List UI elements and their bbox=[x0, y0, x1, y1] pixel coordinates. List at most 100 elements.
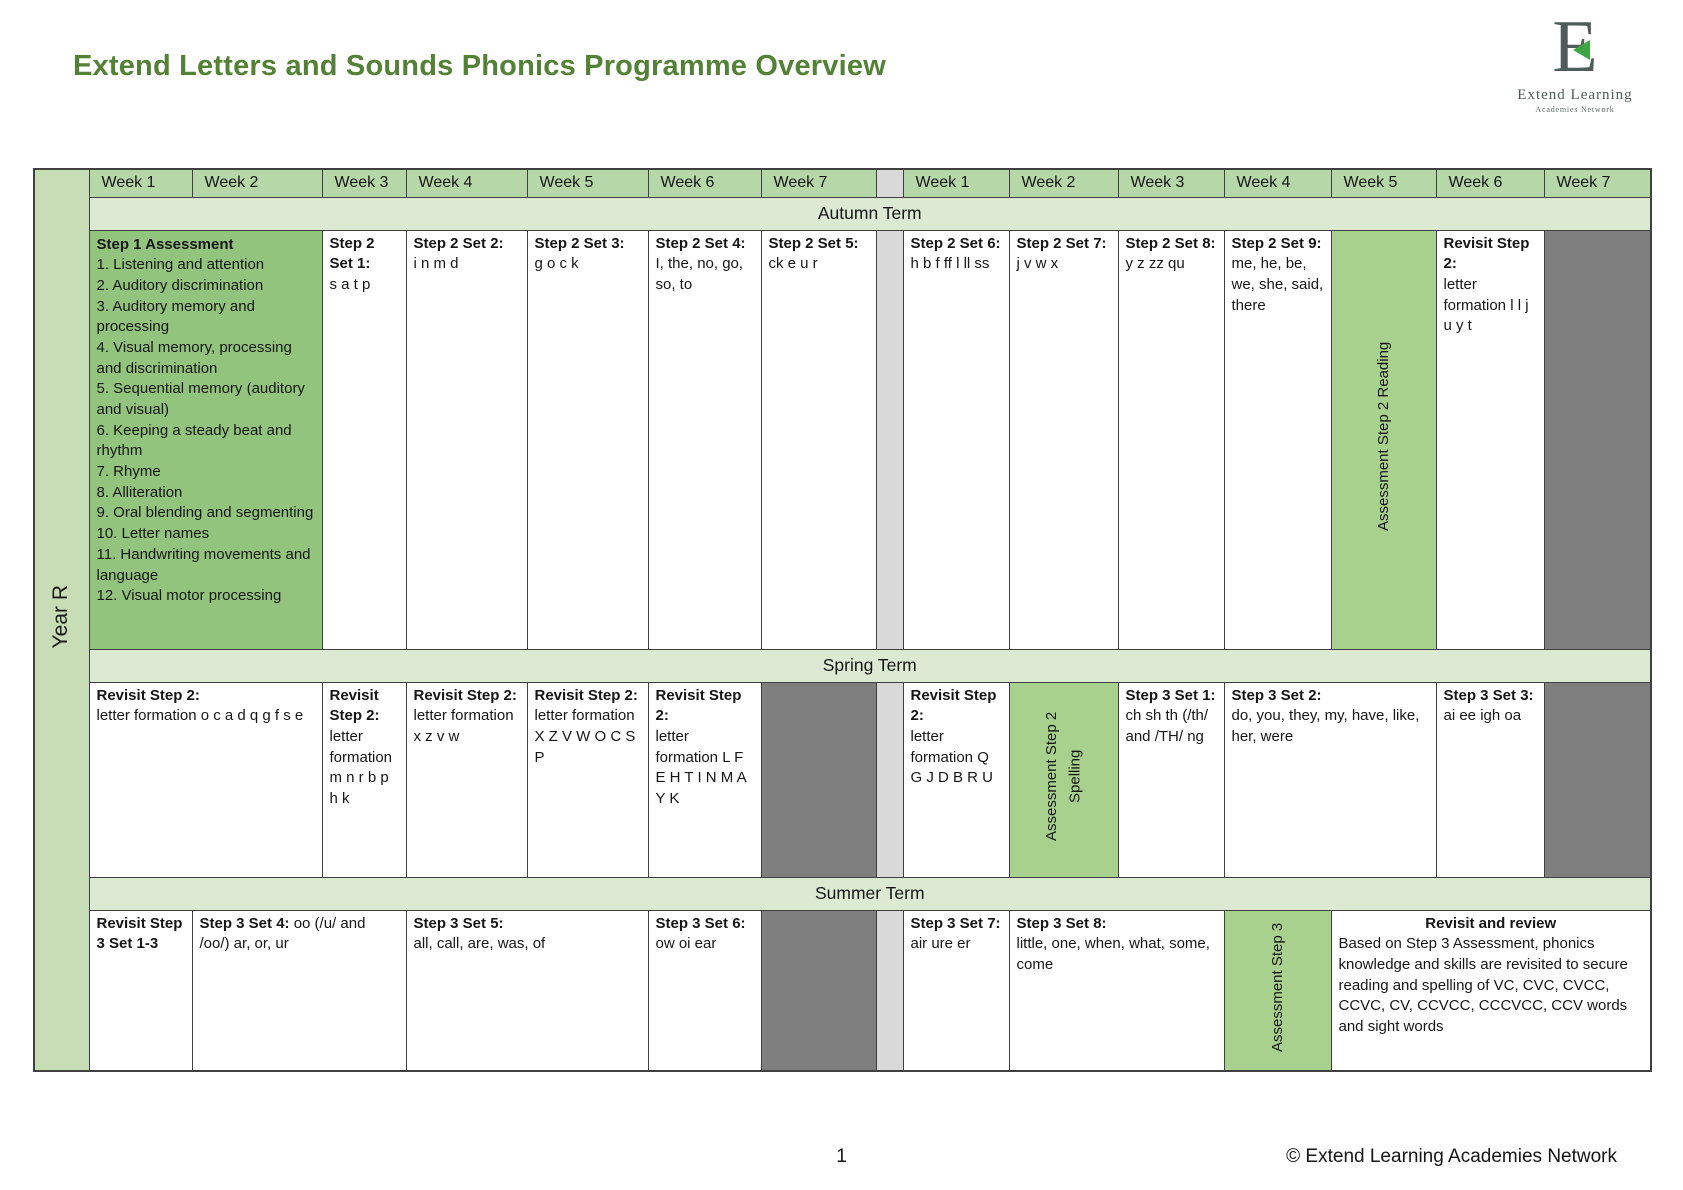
step-label: Step 2 Set 9: bbox=[1231, 234, 1322, 252]
revisit-step2-w1-2-cell: Revisit Step 2:letter formation o c a d … bbox=[88, 681, 323, 878]
step-label: Step 2 Set 6: bbox=[910, 234, 1001, 252]
revisit-step2-w4-cell: Revisit Step 2:letter formation x z v w bbox=[405, 681, 528, 878]
term-gap-cell bbox=[875, 909, 904, 1072]
assessment-list-item: 7. Rhyme bbox=[96, 463, 161, 481]
assessment-list-item: 3. Auditory memory and processing bbox=[96, 297, 255, 336]
step-label: Step 3 Set 4: bbox=[199, 914, 290, 932]
step-content: ch sh th (/th/ and /TH/ ng bbox=[1125, 707, 1209, 745]
logo-green-accent-icon bbox=[1572, 40, 1590, 60]
term-band-row: Summer Term bbox=[34, 876, 1652, 911]
step-content: letter formation L F E H T I N M A Y K bbox=[655, 727, 746, 807]
week-header-5: Week 5 bbox=[526, 168, 649, 198]
revisit-step2-autumn-cell: Revisit Step 2:letter formation l l j u … bbox=[1435, 229, 1545, 650]
step-label: Step 3 Set 5: bbox=[413, 914, 504, 932]
review-title: Revisit and review bbox=[1425, 914, 1557, 932]
step2-set9-cell: Step 2 Set 9: me, he, be, we, she, said, … bbox=[1223, 229, 1332, 650]
term-band-spring-term: Spring Term bbox=[88, 648, 1652, 683]
step2-set5-cell: Step 2 Set 5: ck e u r bbox=[760, 229, 877, 650]
logo-name: Extend Learning bbox=[1517, 87, 1633, 103]
step2-set6-cell: Step 2 Set 6: h b f ff l ll ss bbox=[902, 229, 1010, 650]
step3-set5-cell: Step 3 Set 5: all, call, are, was, of bbox=[405, 909, 649, 1072]
logo-subname: Academies Network bbox=[1535, 105, 1615, 114]
review-body: Based on Step 3 Assessment, phonics know… bbox=[1338, 935, 1628, 1035]
term-band-summer-term: Summer Term bbox=[88, 876, 1652, 911]
revisit-step2-w5-cell: Revisit Step 2:letter formation X Z V W … bbox=[526, 681, 649, 878]
step3-set8-cell: Step 3 Set 8: little, one, when, what, so… bbox=[1008, 909, 1225, 1072]
step-content: ck e u r bbox=[768, 255, 818, 273]
step-label: Step 2 Set 4: bbox=[655, 234, 746, 252]
term-gap-cell bbox=[875, 681, 904, 878]
step-content: letter formation Q G J D B R U bbox=[910, 727, 994, 787]
week-header-gap-cell bbox=[875, 168, 904, 198]
step3-set2-cell: Step 3 Set 2:do, you, they, my, have, li… bbox=[1223, 681, 1437, 878]
week-header-3: Week 3 bbox=[321, 168, 407, 198]
revisit-step2-w3-cell: Revisit Step 2:letter formation m n r b … bbox=[321, 681, 407, 878]
assessment-list-item: 1. Listening and attention bbox=[96, 256, 265, 274]
week-header-6: Week 6 bbox=[647, 168, 762, 198]
step-content: little, one, when, what, some, come bbox=[1016, 935, 1210, 973]
week-header-1: Week 1 bbox=[88, 168, 193, 198]
step3-set4-cell: Step 3 Set 4: oo (/u/ and /oo/) ar, or, … bbox=[191, 909, 407, 1072]
revisit-step2-w6-cell: Revisit Step 2:letter formation L F E H … bbox=[647, 681, 762, 878]
step-label: Revisit Step 3 Set 1-3 bbox=[96, 914, 183, 953]
step-label: Revisit Step 2: bbox=[96, 686, 200, 704]
revisit-step3-set1-3-cell: Revisit Step 3 Set 1-3 bbox=[88, 909, 193, 1072]
assessment-list-item: 5. Sequential memory (auditory and visua… bbox=[96, 380, 305, 418]
blank-cell bbox=[760, 909, 877, 1072]
week-header-7: Week 7 bbox=[760, 168, 877, 198]
step-content: oo (/u/ and /oo/) ar, or, ur bbox=[199, 914, 366, 953]
step-content: I, the, no, go, so, to bbox=[655, 255, 744, 293]
assessment-list-item: 10. Letter names bbox=[96, 525, 210, 543]
step2-set2-cell: Step 2 Set 2:i n m d bbox=[405, 229, 528, 650]
week-header-8: Week 1 bbox=[902, 168, 1010, 198]
step-content: i n m d bbox=[413, 255, 459, 273]
assessment-list-item: 12. Visual motor processing bbox=[96, 587, 282, 605]
week-header-13: Week 6 bbox=[1435, 168, 1545, 198]
term-content-row: Revisit Step 2:letter formation o c a d … bbox=[34, 681, 1652, 878]
assessment-list-item: 4. Visual memory, processing and discrim… bbox=[96, 338, 292, 377]
step2-set1-cell: Step 2 Set 1:s a t p bbox=[321, 229, 407, 650]
week-header-2: Week 2 bbox=[191, 168, 323, 198]
step3-set3-cell: Step 3 Set 3:ai ee igh oa bbox=[1435, 681, 1545, 878]
step-content: do, you, they, my, have, like, her, were bbox=[1231, 707, 1420, 745]
assessment-vertical-label: Assessment Step 2 Reading bbox=[1374, 341, 1392, 531]
assessment-list-item: 9. Oral blending and segmenting bbox=[96, 504, 314, 522]
step-content: all, call, are, was, of bbox=[413, 935, 546, 953]
copyright-text: © Extend Learning Academies Network bbox=[1286, 1146, 1617, 1167]
step-label: Step 2 Set 5: bbox=[768, 234, 859, 252]
week-header-9: Week 2 bbox=[1008, 168, 1119, 198]
year-r-label-cell: Year R bbox=[33, 168, 90, 1072]
step-content: j v w x bbox=[1016, 255, 1059, 273]
step-content: letter formation m n r b p h k bbox=[329, 727, 393, 807]
term-gap-cell bbox=[875, 229, 904, 650]
revisit-step2-w1b-cell: Revisit Step 2:letter formation Q G J D … bbox=[902, 681, 1010, 878]
week-header-12: Week 5 bbox=[1330, 168, 1437, 198]
assessment-vertical-label: Assessment Step 3 bbox=[1268, 922, 1286, 1052]
blank-cell bbox=[1543, 229, 1652, 650]
step-content: h b f ff l ll ss bbox=[910, 255, 990, 273]
step-content: me, he, be, we, she, said, there bbox=[1231, 255, 1324, 314]
page-title: Extend Letters and Sounds Phonics Progra… bbox=[73, 50, 886, 82]
assessment-step3-cell: Assessment Step 3 bbox=[1223, 909, 1332, 1072]
week-header-4: Week 4 bbox=[405, 168, 528, 198]
term-band-row: Spring Term bbox=[34, 648, 1652, 683]
blank-cell bbox=[760, 681, 877, 878]
step-label: Step 3 Set 8: bbox=[1016, 914, 1107, 932]
term-band-row: Autumn Term bbox=[34, 196, 1652, 231]
step3-set1-cell: Step 3 Set 1: ch sh th (/th/ and /TH/ ng bbox=[1117, 681, 1225, 878]
assessment-list-item: 11. Handwriting movements and language bbox=[96, 545, 311, 584]
step-label: Step 3 Set 7: bbox=[910, 914, 1001, 932]
step-label: Step 3 Set 1: bbox=[1125, 686, 1216, 704]
step-label: Revisit Step 2: bbox=[534, 686, 638, 704]
step3-set6-cell: Step 3 Set 6:ow oi ear bbox=[647, 909, 762, 1072]
step-content: g o c k bbox=[534, 255, 579, 273]
step-label: Step 3 Set 3: bbox=[1443, 686, 1534, 704]
step-label: Revisit Step 2: bbox=[655, 686, 742, 725]
step2-set4-cell: Step 2 Set 4: I, the, no, go, so, to bbox=[647, 229, 762, 650]
